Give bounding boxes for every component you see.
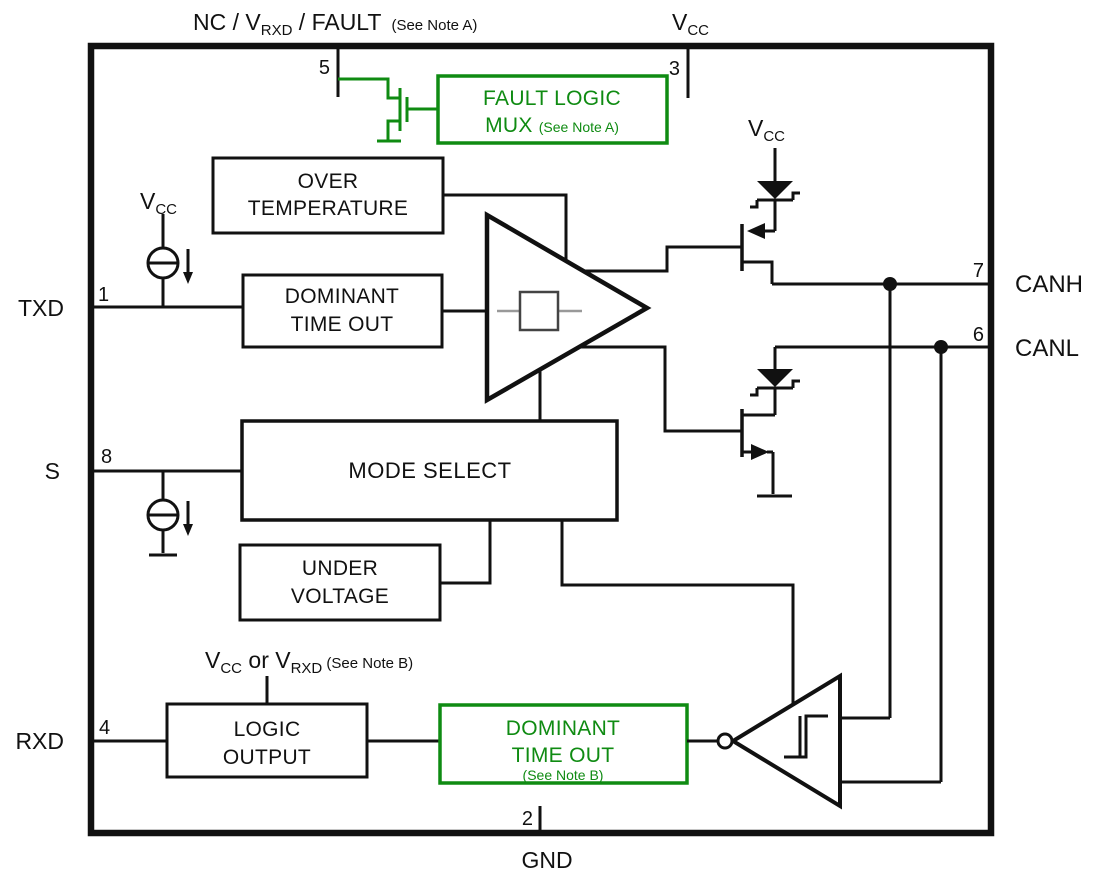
pin5-number: 5 [319, 57, 330, 79]
over-temp-line1: OVER [298, 170, 359, 193]
dom-timeout-b-line1: DOMINANT [506, 717, 620, 740]
receiver-amplifier-icon [729, 672, 842, 810]
txd-label: TXD [18, 295, 64, 321]
canh-label: CANH [1015, 271, 1083, 298]
under-voltage-line2: VOLTAGE [291, 585, 389, 608]
dom-timeout-b-line2: TIME OUT [512, 744, 615, 767]
logic-output-line1: LOGIC [234, 718, 301, 741]
vcc-or-vrxd-label: VCC or VRXD (See Note B) [205, 647, 413, 677]
wire-modeselect-to-undervoltage [440, 520, 492, 585]
pin4-number: 4 [99, 717, 110, 739]
txd-current-arrow [183, 272, 193, 284]
fault-mux-line2: MUX (See Note A) [485, 114, 619, 137]
inverter-bubble-icon [716, 732, 734, 750]
dom-timeout-b-note: (See Note B) [523, 767, 604, 783]
over-temp-line2: TEMPERATURE [248, 197, 408, 220]
pin6-number: 6 [973, 324, 984, 346]
pin7-number: 7 [973, 260, 984, 282]
vcc-pullup-label: VCC [140, 188, 177, 218]
dominant-timeout-b-block [438, 703, 689, 785]
under-voltage-line1: UNDER [302, 557, 378, 580]
dom-timeout-line1: DOMINANT [285, 285, 399, 308]
pin2-number: 2 [522, 808, 533, 830]
over-temperature-block [211, 156, 445, 235]
rxd-label: RXD [15, 728, 64, 754]
driver-inner-box-icon [518, 290, 560, 332]
lowside-fet-diode-icon [740, 347, 800, 498]
txd-current-source-icon [146, 214, 190, 307]
vcc-top-label: VCC [672, 9, 709, 39]
nc-vrxd-fault-label: NC / VRXD / FAULT(See Note A) [193, 9, 477, 39]
wire-modeselect-to-receiver [560, 520, 795, 705]
pin1-number: 1 [98, 284, 109, 306]
highside-fet-diode-icon [740, 148, 800, 284]
s-current-source-icon [146, 471, 190, 557]
vcc-driver-label: VCC [748, 115, 785, 145]
wire-driver-lowside-gate [580, 345, 742, 433]
wire-overtemp-to-driver [443, 193, 568, 262]
pin3-number: 3 [669, 58, 680, 80]
mode-select-block [240, 419, 619, 522]
driver-amplifier-icon [484, 211, 652, 404]
hysteresis-icon [784, 714, 828, 759]
s-label: S [45, 458, 60, 484]
dom-timeout-line2: TIME OUT [291, 313, 394, 336]
under-voltage-block [238, 543, 442, 622]
wire-driver-highside-gate [584, 245, 742, 273]
mode-select-label: MODE SELECT [348, 458, 511, 483]
device-outline [87, 42, 995, 837]
pin8-number: 8 [101, 446, 112, 468]
gnd-label: GND [521, 847, 572, 873]
logic-output-line2: OUTPUT [223, 746, 311, 769]
fault-mux-line1: FAULT LOGIC [483, 87, 621, 110]
canl-label: CANL [1015, 335, 1079, 362]
s-current-arrow [183, 524, 193, 536]
dominant-timeout-block [241, 273, 444, 349]
fault-logic-mux-block [436, 74, 669, 145]
fault-mux-mosfet-icon [338, 77, 438, 143]
